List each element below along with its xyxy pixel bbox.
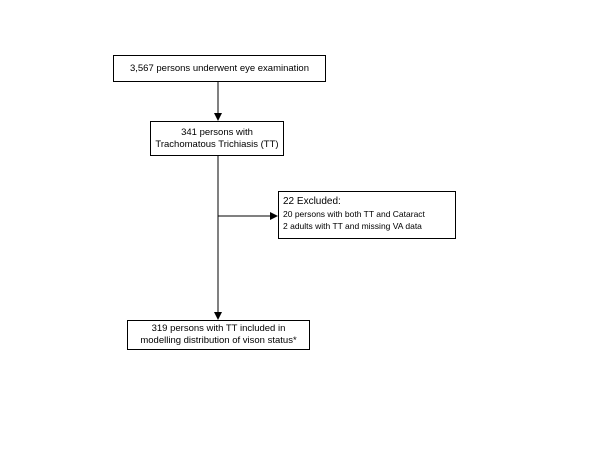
excluded-title: 22 Excluded: <box>283 196 341 207</box>
included-box: 319 persons with TT included in modellin… <box>127 320 310 350</box>
trichiasis-line-1: 341 persons with <box>181 126 253 138</box>
examination-box: 3,567 persons underwent eye examination <box>113 55 326 82</box>
included-line-1: 319 persons with TT included in <box>151 323 286 334</box>
included-line-2: modelling distribution of vison status* <box>140 335 297 346</box>
excluded-reason-2: 2 adults with TT and missing VA data <box>283 221 422 231</box>
excluded-reason-1: 20 persons with both TT and Cataract <box>283 209 425 219</box>
trichiasis-line-2: Trachomatous Trichiasis (TT) <box>155 138 279 150</box>
examination-text: 3,567 persons underwent eye examination <box>129 62 310 74</box>
excluded-box: 22 Excluded: 20 persons with both TT and… <box>278 191 456 239</box>
trichiasis-box: 341 persons with Trachomatous Trichiasis… <box>150 121 284 156</box>
